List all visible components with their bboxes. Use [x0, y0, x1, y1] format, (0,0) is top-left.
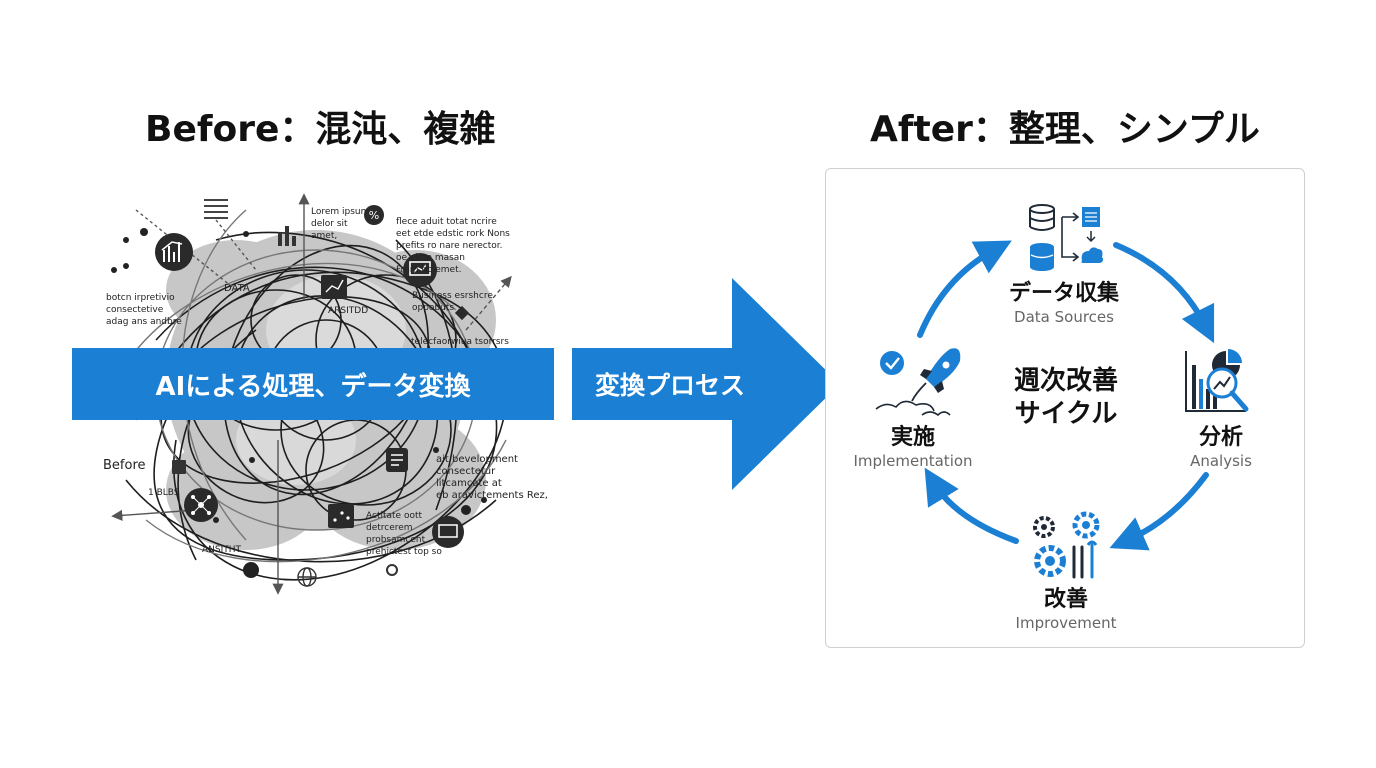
cycle-arrow-to-data — [917, 240, 1012, 338]
scatter-chart-icon — [321, 275, 347, 299]
node-improvement: 改善 Improvement — [996, 587, 1136, 633]
snippet-ansitht: ANSITHT — [202, 545, 242, 555]
node-data-sources-en: Data Sources — [1014, 308, 1114, 326]
network-badge-icon — [184, 488, 218, 522]
node-data-sources: データ収集 Data Sources — [984, 281, 1144, 327]
cycle-diagram — [875, 204, 1249, 579]
snippet-artsitdo: ARSITDD — [328, 306, 369, 316]
cycle-arrow-to-improvement — [1109, 472, 1209, 551]
before-title: Before：混沌、複雑 — [145, 109, 496, 150]
snippet-dev: ait bevelopment consectetur litcamcate a… — [436, 454, 548, 501]
snippet-business: Business esrshcre oppobuts — [412, 291, 493, 313]
globe-icon — [297, 567, 317, 587]
cycle-arrow-to-implementation — [924, 467, 1019, 544]
ring-icon — [386, 564, 398, 576]
snippet-bars: 1 BLBS — [148, 488, 180, 498]
chart-badge-icon — [155, 233, 193, 271]
snippet-before: Before — [103, 458, 146, 473]
node-analysis-jp: 分析 — [1198, 425, 1243, 450]
diamond-icon — [454, 305, 470, 321]
percent-badge-icon: % — [364, 205, 384, 225]
after-title: After：整理、シンプル — [870, 109, 1260, 150]
snippet-flow: flece aduit totat ncrire eet etde edstic… — [396, 217, 510, 275]
node-implementation: 実施 Implementation — [840, 425, 986, 471]
process-label: 変換プロセス — [594, 371, 745, 400]
snippet-left: botcn irpretivio consectetive adag ans a… — [106, 293, 182, 327]
svg-text:%: % — [369, 209, 379, 222]
snippet-data: DATA — [224, 283, 250, 294]
node-data-sources-jp: データ収集 — [1008, 281, 1119, 306]
cycle-center-line-2: サイクル — [1014, 399, 1118, 429]
snippet-lorem: Lorem ipsum delor sit amet, — [311, 207, 370, 241]
document-badge-icon — [386, 448, 408, 472]
node-improvement-jp: 改善 — [1043, 587, 1088, 612]
weekly-improvement-cycle-panel: データ収集 Data Sources 分析 Analysis 改善 Improv… — [825, 168, 1305, 648]
ai-processing-banner: AIによる処理、データ変換 — [72, 348, 554, 420]
node-implementation-en: Implementation — [853, 452, 973, 470]
cycle-center-line-1: 週次改善 — [1013, 366, 1118, 396]
transformation-arrow — [572, 278, 840, 490]
grid-icon — [172, 460, 186, 474]
database-icon — [1029, 204, 1104, 271]
cycle-center-label: 週次改善 サイクル — [991, 365, 1141, 431]
node-analysis-en: Analysis — [1190, 452, 1252, 470]
monitor-badge-icon — [432, 516, 464, 548]
list-icon — [204, 199, 228, 219]
gears-wrench-icon — [1033, 511, 1100, 579]
node-implementation-jp: 実施 — [890, 425, 935, 450]
ai-processing-label: AIによる処理、データ変換 — [155, 371, 471, 402]
snippet-activate: Actitate oott detrcerem probsamcent preh… — [366, 511, 442, 557]
scatter-badge-icon — [328, 504, 354, 528]
cycle-arrow-to-analysis — [1113, 242, 1215, 344]
node-improvement-en: Improvement — [1015, 614, 1117, 632]
rocket-check-icon — [875, 348, 961, 417]
bars-icon — [278, 226, 296, 246]
node-analysis: 分析 Analysis — [1156, 425, 1286, 471]
chart-magnifier-icon — [1185, 349, 1249, 412]
snippet-tele: telecfaorwiua tsorrsrs — [411, 337, 509, 347]
presentation-badge-icon — [403, 253, 437, 287]
